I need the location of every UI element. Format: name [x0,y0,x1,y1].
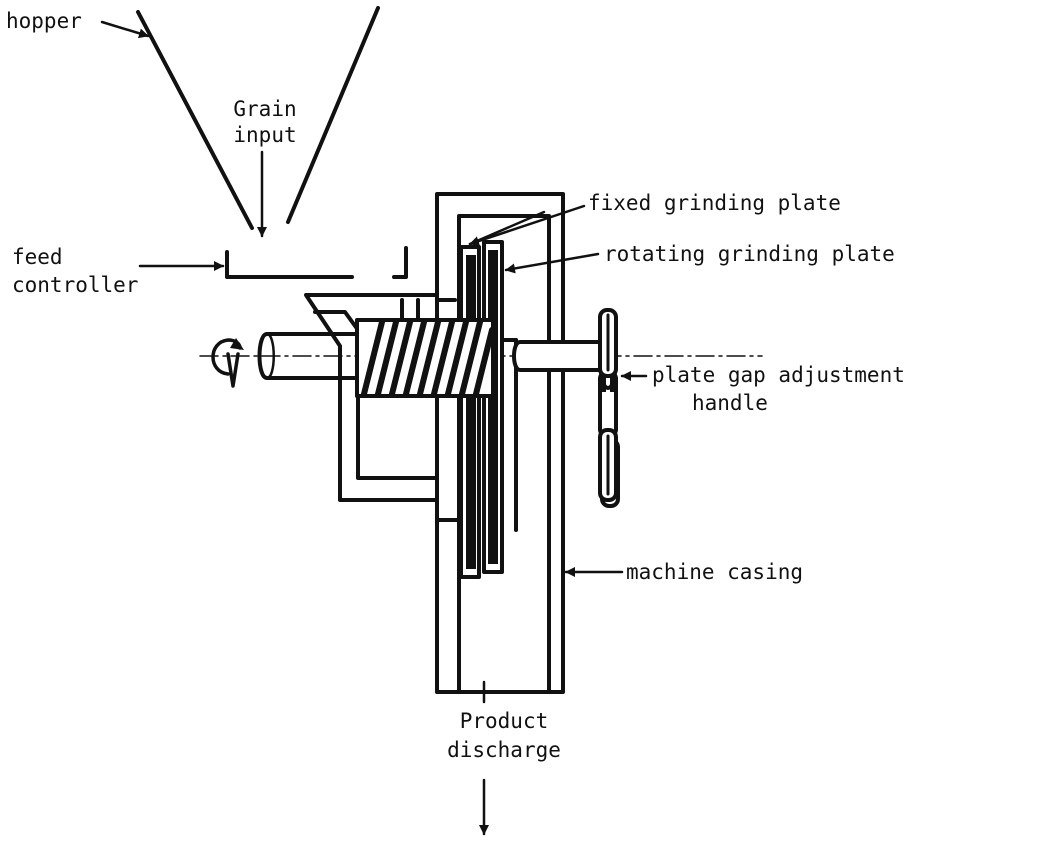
label-product-discharge-line2: discharge [447,738,561,762]
worm-screw [355,318,495,398]
label-hopper: hopper [6,9,82,33]
leader-lines [100,20,648,836]
label-fixed-grinding-plate: fixed grinding plate [588,191,841,215]
label-machine-casing: machine casing [626,560,804,584]
label-grain-input-line1: Grain [233,97,297,121]
adjustment-shaft [512,340,608,372]
fixed-grinding-plate [459,245,481,579]
rotation-arrow-icon [211,338,244,388]
adjustment-handle-wheel-grip [598,308,618,502]
feed-controller [225,246,408,279]
label-grain-input-line2: input [233,123,297,147]
label-gap-adjustment-line2: handle [692,391,768,415]
label-feed-controller-line1: feed [12,245,63,269]
label-feed-controller-line2: controller [12,273,139,297]
hopper [136,6,380,230]
label-gap-adjustment-line1: plate gap adjustment [652,363,905,387]
rotating-grinding-plate [482,240,504,574]
label-rotating-grinding-plate: rotating grinding plate [604,242,895,266]
main-shaft [257,332,359,380]
label-product-discharge-line1: Product [459,709,549,733]
